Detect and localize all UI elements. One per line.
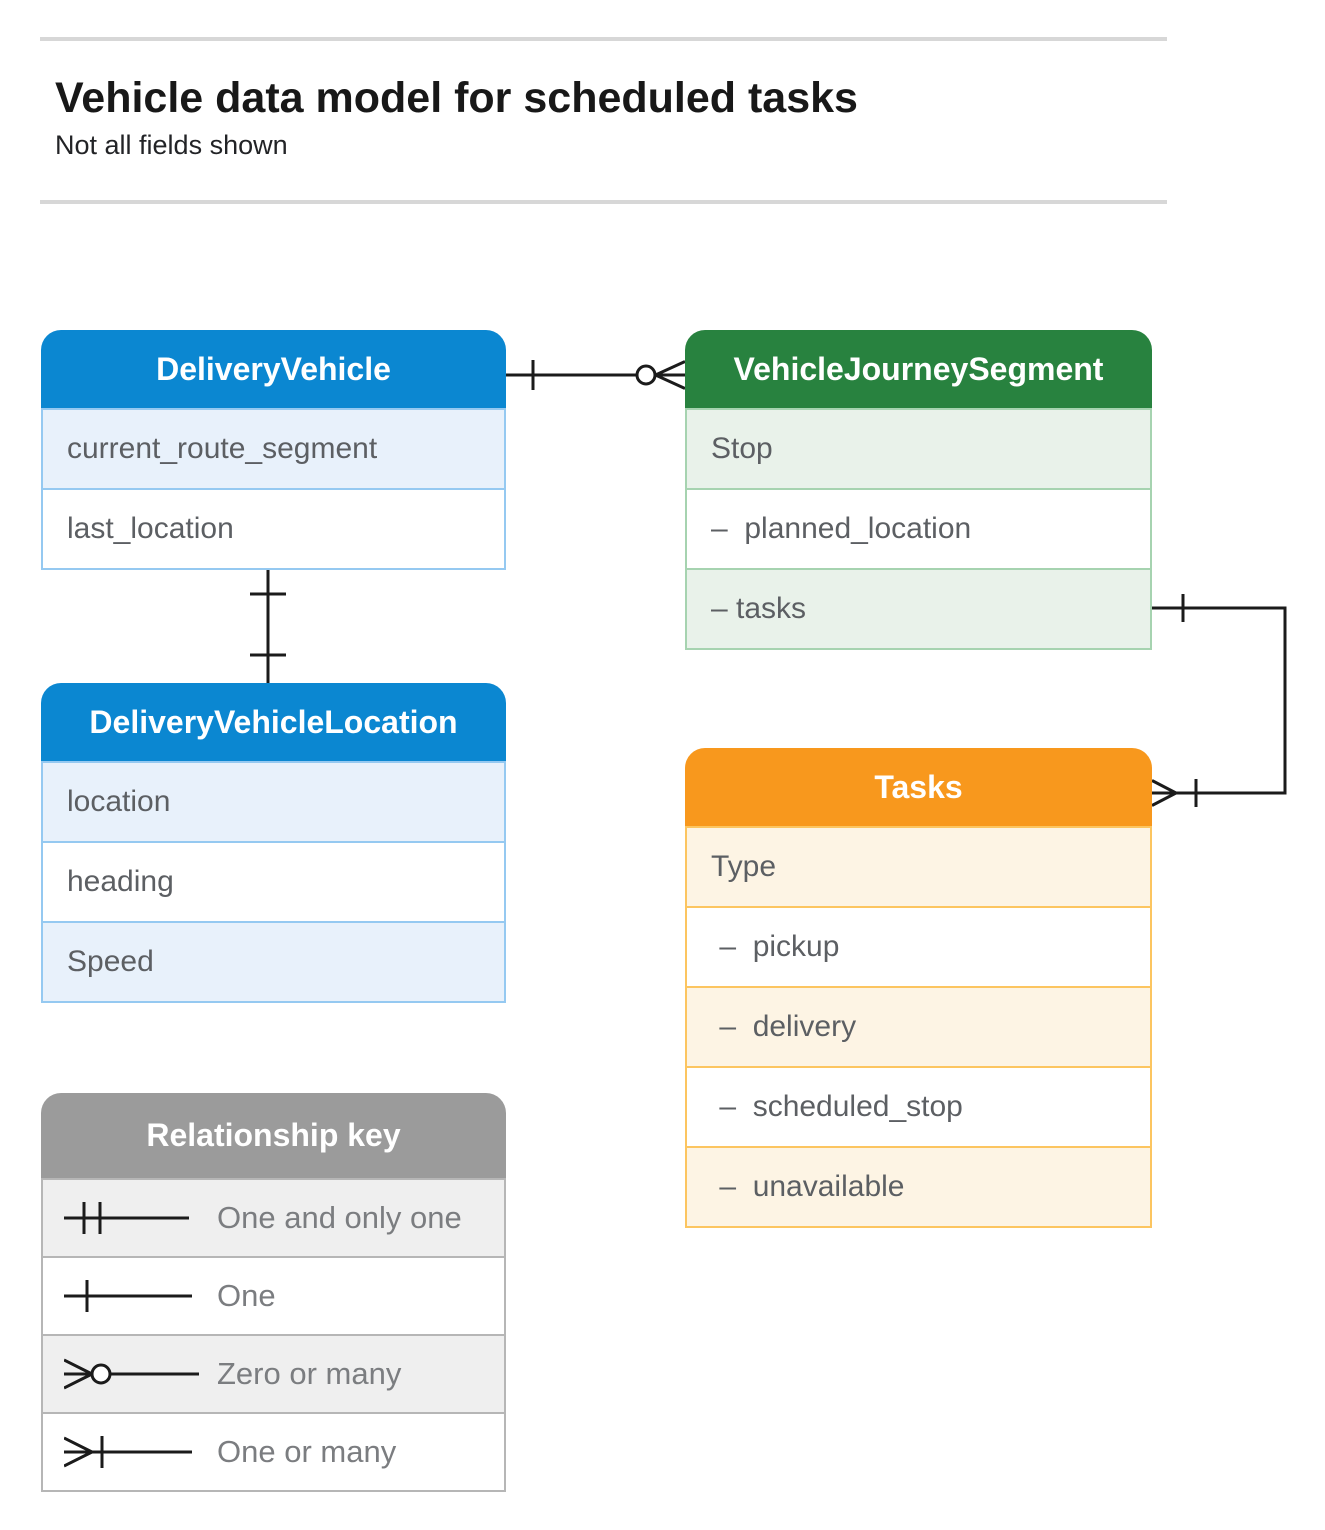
field-current-route-segment: current_route_segment [43,408,504,488]
field-tasks: – tasks [687,568,1150,648]
field-scheduled-stop: – scheduled_stop [687,1066,1150,1146]
entity-delivery-vehicle-title: DeliveryVehicle [41,330,506,408]
field-unavailable: – unavailable [687,1146,1150,1226]
relationship-key-title: Relationship key [41,1093,506,1178]
page-subtitle: Not all fields shown [55,130,288,160]
field-last-location: last_location [43,488,504,568]
entity-vehicle-journey-segment-fields: Stop – planned_location – tasks [685,408,1152,650]
entity-tasks-title: Tasks [685,748,1152,826]
one-icon [64,1280,192,1312]
zero-or-many-icon [64,1358,199,1390]
connector-vehiclejourneysegment-to-tasks [1151,594,1287,807]
bottom-divider [40,200,1167,204]
legend-label: One [217,1278,276,1313]
legend-label: One or many [217,1434,397,1469]
relationship-key-items: One and only one One Zero or many [41,1178,506,1492]
field-stop: Stop [687,408,1150,488]
page-title: Vehicle data model for scheduled tasks [55,74,858,122]
field-heading: heading [43,841,504,921]
entity-vehicle-journey-segment: VehicleJourneySegment Stop – planned_loc… [685,330,1152,650]
entity-vehicle-journey-segment-title: VehicleJourneySegment [685,330,1152,408]
entity-delivery-vehicle: DeliveryVehicle current_route_segment la… [41,330,506,570]
entity-delivery-vehicle-location-fields: location heading Speed [41,761,506,1003]
entity-delivery-vehicle-fields: current_route_segment last_location [41,408,506,570]
connector-deliveryvehicle-to-vehiclejourneysegment [506,360,686,390]
field-planned-location: – planned_location [687,488,1150,568]
field-speed: Speed [43,921,504,1001]
field-delivery: – delivery [687,986,1150,1066]
entity-tasks: Tasks Type – pickup – delivery – schedul… [685,748,1152,1228]
legend-item-zero-or-many: Zero or many [43,1334,504,1412]
legend-item-one-and-only-one: One and only one [43,1178,504,1256]
one-or-many-icon [64,1436,192,1468]
one-and-only-one-icon [64,1202,189,1234]
top-divider [40,37,1167,41]
field-type: Type [687,826,1150,906]
entity-tasks-fields: Type – pickup – delivery – scheduled_sto… [685,826,1152,1228]
entity-delivery-vehicle-location-title: DeliveryVehicleLocation [41,683,506,761]
field-location: location [43,761,504,841]
entity-delivery-vehicle-location: DeliveryVehicleLocation location heading… [41,683,506,1003]
field-pickup: – pickup [687,906,1150,986]
legend-item-one: One [43,1256,504,1334]
legend-label: One and only one [217,1200,462,1235]
connector-deliveryvehicle-to-deliveryvehiclelocation [250,568,286,683]
legend-label: Zero or many [217,1356,402,1391]
legend-item-one-or-many: One or many [43,1412,504,1490]
relationship-key: Relationship key One and only one One [41,1093,506,1492]
